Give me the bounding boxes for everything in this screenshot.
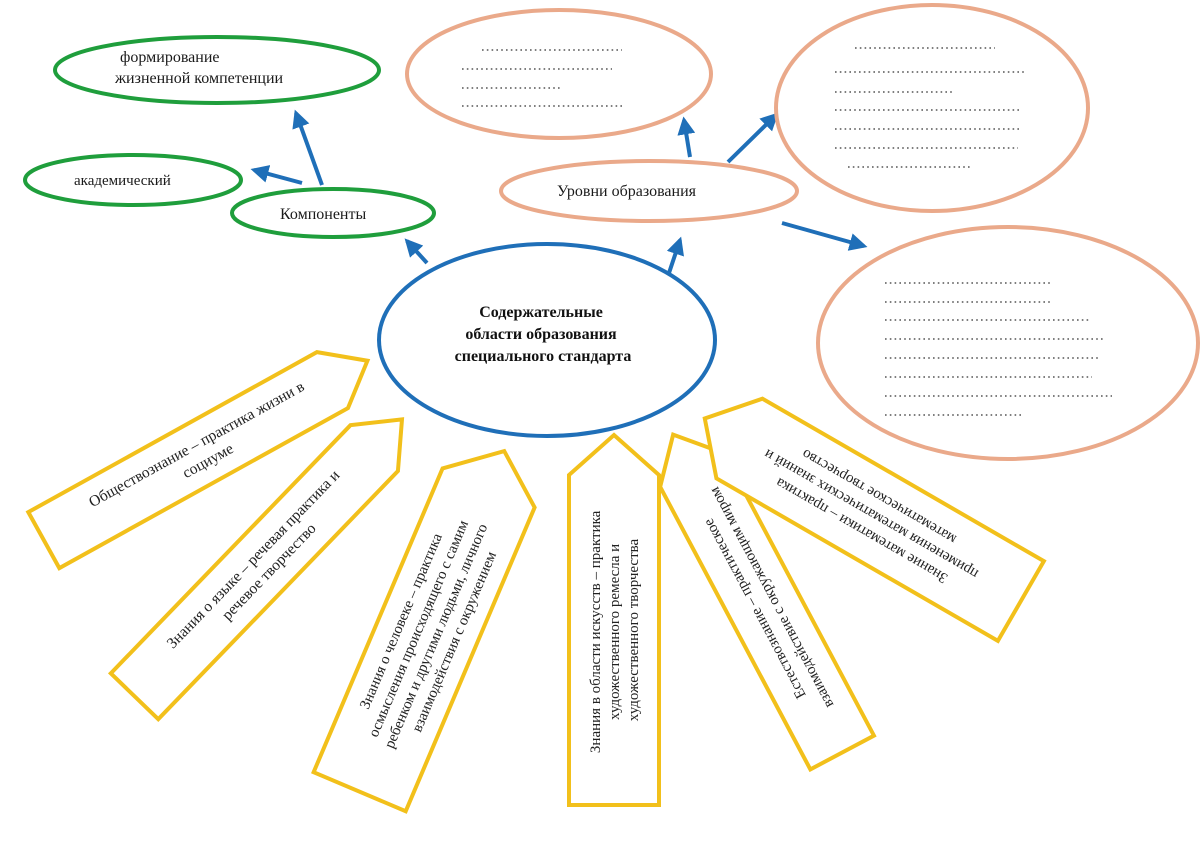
arrow-center-to-components bbox=[404, 238, 429, 265]
components-label: Компоненты bbox=[280, 206, 366, 223]
area-social-studies-shape bbox=[25, 350, 371, 571]
level-2-illegible-text bbox=[835, 47, 1025, 168]
area-arts-shape bbox=[567, 432, 661, 807]
center-node: Содержательные области образования специ… bbox=[377, 242, 717, 438]
area-language-shape bbox=[107, 417, 405, 723]
level-2-oval bbox=[774, 3, 1090, 213]
academic-label: академический bbox=[74, 173, 171, 189]
area-human-shape bbox=[311, 448, 537, 814]
arrow-components-to-academic bbox=[250, 165, 303, 185]
life-competence-label: формирование жизненной компетенции bbox=[114, 49, 284, 87]
levels-label: Уровни образования bbox=[557, 183, 697, 200]
area-mathematics: Знание математики – практика применения … bbox=[702, 396, 1047, 644]
arrows bbox=[250, 109, 868, 277]
arrow-components-to-life-competence bbox=[292, 109, 324, 186]
arrow-levels-to-level-3 bbox=[781, 221, 868, 251]
area-natural-science-shape bbox=[658, 432, 877, 773]
level-1-oval bbox=[405, 8, 713, 140]
area-mathematics-shape bbox=[702, 396, 1047, 644]
center-oval bbox=[377, 242, 717, 438]
level-1-illegible-text bbox=[462, 49, 625, 107]
arrow-levels-to-level-1 bbox=[677, 116, 696, 158]
level-3-oval bbox=[816, 225, 1200, 461]
area-arts: Знания в области искусств – практика худ… bbox=[567, 432, 661, 807]
life-competence-oval bbox=[53, 35, 381, 105]
levels-branch: Уровни образования bbox=[405, 3, 1200, 461]
components-branch: формирование жизненной компетенции акаде… bbox=[23, 35, 436, 239]
center-label: Содержательные области образования специ… bbox=[455, 304, 632, 365]
components-oval bbox=[230, 187, 436, 239]
arrow-levels-to-level-2 bbox=[726, 112, 779, 164]
academic-oval bbox=[23, 153, 243, 207]
levels-oval bbox=[499, 159, 799, 223]
level-3-illegible-text bbox=[885, 282, 1112, 416]
arrow-center-to-levels bbox=[666, 236, 684, 277]
svg-text:Знания в области искусств – пр: Знания в области искусств – практика худ… bbox=[588, 507, 642, 753]
